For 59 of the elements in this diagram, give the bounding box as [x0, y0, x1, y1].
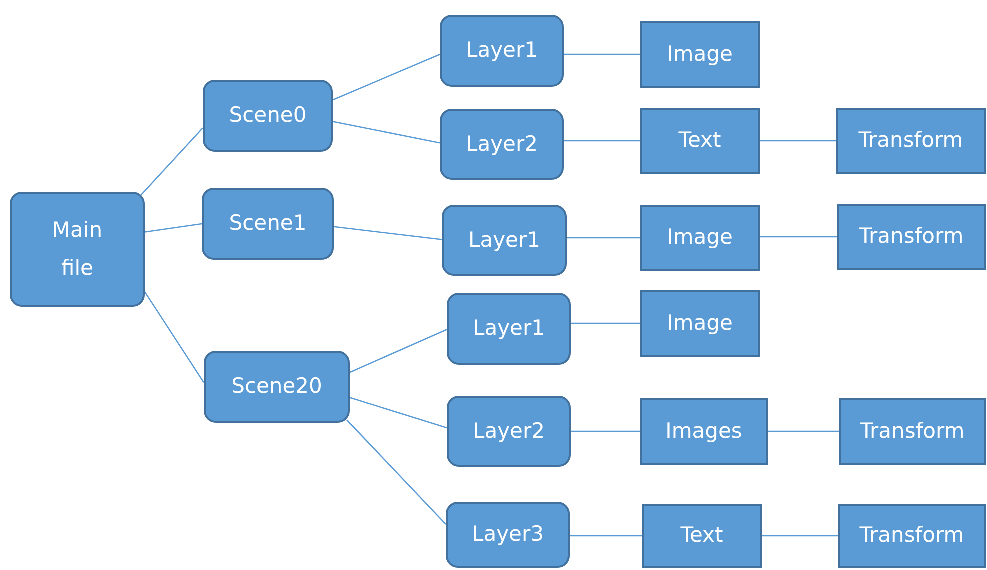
process-box	[839, 398, 986, 465]
connector-line	[332, 54, 440, 101]
rounded-box	[202, 188, 334, 260]
connector-line	[144, 223, 202, 233]
node-label: Text	[680, 522, 724, 550]
rounded-box	[447, 396, 571, 467]
process-box	[640, 108, 760, 174]
process-box	[640, 205, 760, 271]
rounded-box	[440, 15, 564, 87]
process-box	[640, 398, 768, 465]
connector-line	[571, 430, 640, 432]
rounded-box	[440, 109, 564, 180]
connector-line	[350, 329, 448, 374]
node-label: Text	[678, 127, 722, 154]
node-label: Layer1	[473, 315, 545, 342]
connector-line	[332, 121, 440, 144]
node-label: Transform	[860, 418, 965, 445]
rounded-box	[203, 80, 333, 152]
connector-line	[140, 128, 204, 198]
process-box	[838, 504, 986, 568]
connector-line	[762, 535, 838, 537]
rounded-box	[446, 502, 570, 568]
connector-line	[564, 140, 640, 142]
node-label: Layer2	[473, 418, 545, 445]
connector-line	[334, 226, 442, 240]
process-box	[837, 204, 986, 270]
node-label: Scene1	[229, 210, 307, 238]
node-label: Image	[667, 224, 733, 252]
node-label: Transform	[858, 127, 964, 154]
rounded-box	[447, 293, 571, 365]
rounded-box	[10, 192, 145, 307]
node-label: Main file	[51, 216, 104, 282]
node-label: Transform	[860, 522, 964, 550]
process-box	[640, 21, 760, 88]
process-box	[640, 290, 760, 357]
node-label: Layer1	[466, 37, 538, 64]
node-label: Scene20	[232, 373, 322, 400]
connector-line	[768, 430, 839, 432]
node-label: Layer1	[468, 226, 540, 254]
node-label: Image	[667, 310, 733, 337]
process-box	[642, 504, 762, 568]
node-label: Scene0	[229, 102, 307, 130]
connector-line	[570, 535, 642, 537]
connector-line	[567, 237, 640, 239]
node-label: Image	[667, 40, 733, 68]
connector-line	[350, 397, 448, 429]
process-box	[836, 108, 986, 174]
connector-line	[760, 236, 837, 238]
connector-line	[760, 140, 836, 142]
rounded-box	[442, 205, 567, 276]
node-label: Images	[666, 418, 742, 445]
connector-line	[346, 420, 446, 525]
node-label: Layer2	[466, 130, 538, 158]
node-label: Layer3	[472, 521, 544, 548]
node-label: Transform	[859, 223, 964, 250]
rounded-box	[204, 351, 350, 423]
connector-line	[571, 322, 640, 324]
connector-line	[144, 292, 205, 384]
connector-line	[564, 54, 640, 56]
